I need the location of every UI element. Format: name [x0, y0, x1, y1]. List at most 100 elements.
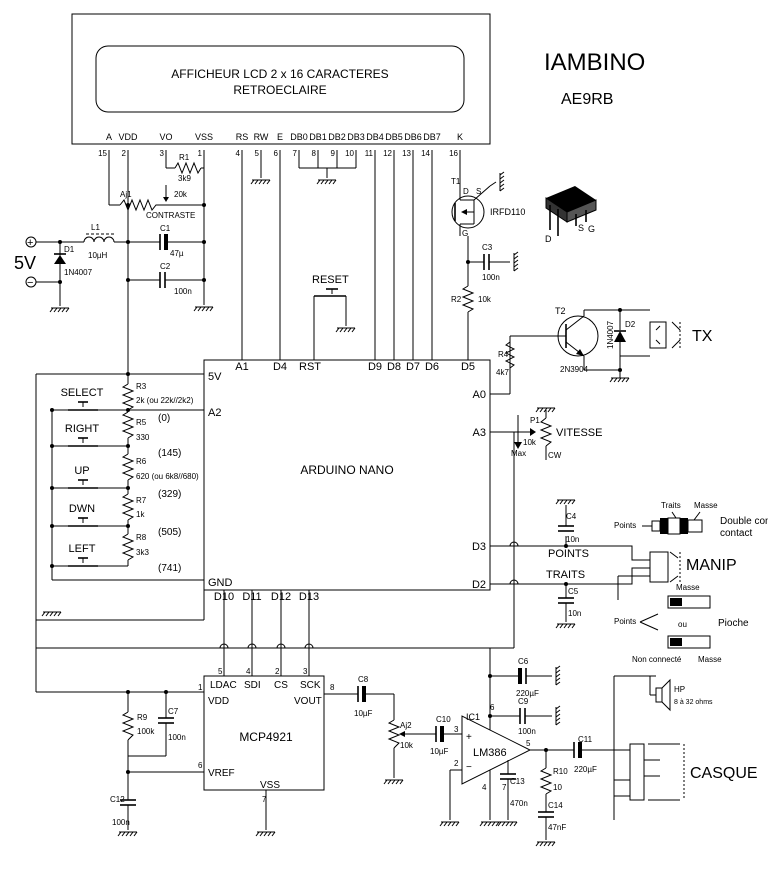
svg-text:VSS: VSS: [260, 780, 280, 791]
spi-bus: [35, 431, 515, 694]
tx-output-label: TX: [692, 328, 713, 345]
keypad-button-up: UP(329): [50, 465, 181, 500]
lcd-pin-name: VDD: [118, 132, 138, 142]
svg-text:2N3904: 2N3904: [560, 365, 589, 374]
svg-text:C2: C2: [160, 262, 171, 271]
supply-voltage: 5V: [14, 253, 36, 273]
svg-text:2k (ou 22k//2k2): 2k (ou 22k//2k2): [136, 396, 194, 405]
svg-text:C14: C14: [548, 801, 563, 810]
lcd-pin-name: DB6: [404, 132, 422, 142]
svg-text:D2: D2: [625, 320, 636, 329]
headphone-output: HP 8 à 32 ohms CASQUE: [613, 675, 758, 820]
nano-pin-top: D8: [387, 361, 401, 373]
lcd-pin-number: 1: [198, 149, 203, 158]
svg-text:10k: 10k: [478, 295, 492, 304]
keypad-adc-value: (505): [158, 527, 181, 538]
svg-text:R3: R3: [136, 382, 147, 391]
plug-diagrams: Traits Masse Points Double contact conta…: [614, 501, 768, 664]
svg-text:R8: R8: [136, 533, 147, 542]
svg-text:10n: 10n: [566, 535, 579, 544]
svg-text:Pioche: Pioche: [718, 618, 749, 629]
svg-text:47nF: 47nF: [548, 823, 566, 832]
svg-text:R9: R9: [137, 713, 148, 722]
svg-text:LDAC: LDAC: [210, 680, 237, 691]
nano-pin-left: 5V: [208, 371, 222, 383]
nano-pin-left: A2: [208, 407, 221, 419]
svg-text:VREF: VREF: [208, 768, 235, 779]
ground-symbol: [555, 705, 561, 726]
svg-text:SDI: SDI: [244, 680, 261, 691]
ground-symbol: [250, 179, 271, 185]
lcd-pin-name: DB4: [366, 132, 384, 142]
dac-mcp4921: MCP4921 LDAC SDI CS SCK VDD VREF VSS VOU…: [128, 667, 335, 830]
svg-text:Non connecté: Non connecté: [632, 655, 682, 664]
svg-text:+: +: [466, 732, 472, 743]
lcd-pin-number: 5: [255, 149, 260, 158]
keypad-buttons: SELECT(0)RIGHT(145)UP(329)DWN(505)LEFT(7…: [50, 387, 181, 574]
svg-text:VOUT: VOUT: [294, 696, 322, 707]
svg-text:Masse: Masse: [698, 655, 722, 664]
svg-text:C4: C4: [566, 512, 577, 521]
svg-text:10µF: 10µF: [430, 747, 449, 756]
svg-text:CW: CW: [548, 451, 562, 460]
svg-text:4k7: 4k7: [496, 368, 509, 377]
keypad-button-select: SELECT(0): [50, 387, 170, 424]
ground-symbol: [555, 665, 561, 686]
nano-pin-top: D4: [273, 361, 287, 373]
svg-text:4: 4: [246, 667, 251, 676]
svg-text:−: −: [466, 762, 472, 773]
reset-button: RESET: [312, 274, 349, 360]
svg-text:IRFD110: IRFD110: [490, 207, 525, 217]
lcd-pin-name: DB2: [328, 132, 346, 142]
svg-text:CONTRASTE: CONTRASTE: [146, 211, 195, 220]
lcd-pin-name: DB5: [385, 132, 403, 142]
project-title: IAMBINO: [544, 49, 645, 76]
audio-coupling: C8 10µF Aj2 10k C10 10µF: [324, 675, 462, 778]
lcd-pin-number: 9: [331, 149, 336, 158]
lcd-pin-number: 7: [293, 149, 298, 158]
svg-text:Double contact: Double contact: [720, 516, 768, 527]
mosfet-t1: D S G T1 IRFD110: [451, 177, 525, 238]
nano-pin-top: D7: [406, 361, 420, 373]
nano-pin-top: D6: [425, 361, 439, 373]
svg-text:330: 330: [136, 433, 150, 442]
contrast-network: R1 3k9 Aj1 20k CONTRASTE: [119, 153, 204, 220]
svg-text:ou: ou: [678, 620, 687, 629]
svg-text:Max: Max: [511, 449, 526, 458]
keypad-button-label: LEFT: [69, 543, 96, 555]
svg-text:contact: contact: [720, 528, 752, 539]
amplifier-lm386: LM386 IC1 + − 3 2 6 4 7 5 C13 470n: [449, 648, 532, 820]
svg-text:IC1: IC1: [466, 712, 480, 722]
keypad-button-dwn: DWN(505): [50, 503, 181, 538]
lcd-pin-name: DB0: [290, 132, 308, 142]
svg-text:TRAITS: TRAITS: [546, 569, 585, 581]
svg-text:3k9: 3k9: [178, 174, 191, 183]
svg-text:C12: C12: [110, 795, 125, 804]
svg-text:D: D: [545, 234, 552, 244]
lcd-pin-name: K: [457, 132, 463, 142]
svg-text:R7: R7: [136, 496, 147, 505]
lcd-pin-name: DB3: [347, 132, 365, 142]
keypad-button-label: UP: [74, 465, 89, 477]
ground-symbol: [497, 821, 518, 827]
svg-text:2: 2: [275, 667, 280, 676]
lcd-pin-name: VSS: [195, 132, 213, 142]
lcd-title-line1: AFFICHEUR LCD 2 x 16 CARACTERES: [171, 67, 388, 81]
svg-text:C1: C1: [160, 224, 171, 233]
ground-symbol: [255, 831, 276, 837]
svg-text:C8: C8: [358, 675, 369, 684]
irfd110-package-icon: D S G: [545, 186, 597, 244]
lcd-pin-labels: A15VDD2VO3VSS1RS4RW5E6DB07DB18DB29DB310D…: [98, 132, 463, 158]
ground-symbol: [555, 623, 576, 629]
svg-text:47µ: 47µ: [170, 249, 184, 258]
nano-pin-top: A1: [235, 361, 248, 373]
svg-text:L1: L1: [91, 223, 100, 232]
svg-text:6: 6: [198, 761, 203, 770]
svg-text:S: S: [476, 187, 481, 196]
svg-text:VDD: VDD: [208, 696, 229, 707]
lcd-pin-name: RW: [254, 132, 269, 142]
nano-pin-left: GND: [208, 577, 233, 589]
nano-pin-top: D5: [461, 361, 475, 373]
ground-symbol: [383, 779, 404, 785]
